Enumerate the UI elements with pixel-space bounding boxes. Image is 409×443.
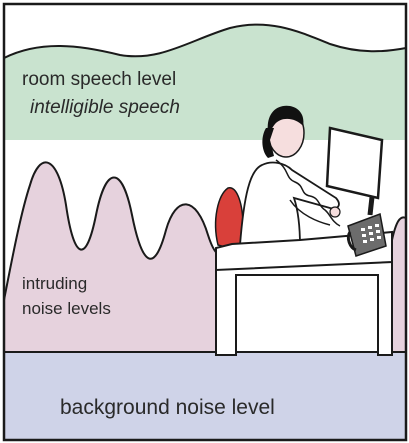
room-speech-line xyxy=(3,23,407,59)
phone-cord xyxy=(275,159,341,227)
key-8 xyxy=(370,238,374,241)
intruding-noise-line xyxy=(3,161,233,301)
chair xyxy=(214,187,244,253)
intruding-noise-band-right xyxy=(392,217,406,352)
desk xyxy=(215,230,393,356)
intruding-noise-line-right xyxy=(391,216,407,241)
intelligible-speech-label: intelligible speech xyxy=(30,97,180,118)
key-9 xyxy=(377,236,381,239)
background-noise-band xyxy=(4,352,406,440)
key-4 xyxy=(362,234,366,237)
monitor xyxy=(325,126,384,200)
desk-phone-handset xyxy=(346,231,357,252)
person-arm xyxy=(289,199,331,226)
person-hair xyxy=(267,105,304,132)
person-body xyxy=(239,161,340,247)
key-1 xyxy=(361,228,365,231)
desk-top-edge xyxy=(215,232,393,272)
room-speech-band xyxy=(4,24,406,141)
handset-icon xyxy=(262,128,274,158)
intruding-noise-band xyxy=(4,162,232,352)
key-5 xyxy=(369,232,373,235)
key-7 xyxy=(363,240,367,243)
key-2 xyxy=(368,226,372,229)
intruding-label-line1: intruding xyxy=(22,274,87,293)
intruding-label-line2: noise levels xyxy=(22,299,111,318)
key-6 xyxy=(376,230,380,233)
background-noise-label: background noise level xyxy=(60,396,275,419)
key-3 xyxy=(375,224,379,227)
monitor-stand xyxy=(367,196,375,216)
room-speech-label: room speech level xyxy=(22,69,176,90)
person-hand xyxy=(329,206,341,218)
